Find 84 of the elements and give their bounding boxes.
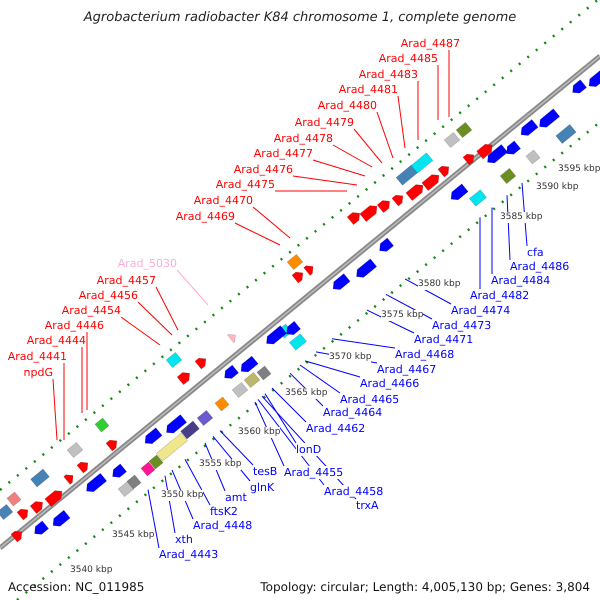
leader-line <box>220 430 254 466</box>
gene-label: Arad_4481 <box>338 83 398 96</box>
leader-line <box>300 364 340 394</box>
leader-line <box>332 338 396 348</box>
leader-line <box>120 316 160 346</box>
gene-label: Arad_4446 <box>44 319 104 332</box>
gene-label: Arad_5030 <box>118 257 177 270</box>
scale-tick-label: 3545 kbp <box>112 530 154 542</box>
scale-tick-label: 3540 kbp <box>70 564 112 576</box>
gene-label: Arad_4458 <box>324 485 384 498</box>
leader-line <box>148 489 160 548</box>
gene-label: lonD <box>296 443 322 456</box>
gene-label: trxA <box>356 499 379 512</box>
gene-label: Arad_4468 <box>395 348 454 361</box>
scale-tick-label: 3550 kbp <box>161 490 204 501</box>
scale-tick-label: 3575 kbp <box>381 310 424 321</box>
leader-line <box>176 270 208 306</box>
gene-label: Arad_4479 <box>294 116 354 129</box>
gene-label: tesB <box>253 465 278 478</box>
gene-label: amt <box>225 491 247 504</box>
gene-label: Arad_4443 <box>159 548 218 561</box>
gene-label: Arad_4466 <box>360 377 420 390</box>
genome-info-text: Topology: circular; Length: 4,005,130 bp; Genes: 3,804 <box>260 580 590 594</box>
gene-label: Arad_4484 <box>491 274 550 287</box>
leader-line <box>156 286 178 330</box>
gene-label: Arad_4441 <box>8 350 67 363</box>
scale-tick-label: 3560 kbp <box>238 426 280 438</box>
scale-tick-label: 3570 kbp <box>329 352 372 364</box>
gene-label: Arad_4444 <box>26 334 86 347</box>
leader-line <box>404 278 452 304</box>
scale-tick-label: 3565 kbp <box>285 388 328 400</box>
gene-label: Arad_4485 <box>378 52 438 65</box>
gene-label: Arad_4462 <box>306 422 366 435</box>
accession-text: Accession: NC_011985 <box>8 580 144 594</box>
gene-label: Arad_4448 <box>193 519 252 532</box>
diagram-title: Agrobacterium radiobacter K84 chromosome 1, complete genome <box>82 10 518 25</box>
leader-line <box>234 222 280 246</box>
gene-label: cfa <box>527 246 544 259</box>
gene-label: Arad_4474 <box>451 304 510 317</box>
gene-label: Arad_4470 <box>194 194 253 207</box>
gene-label: xth <box>175 533 193 546</box>
gene-label: Arad_4454 <box>62 304 121 317</box>
gene-label: Arad_4464 <box>323 406 382 419</box>
gene-label: Arad_4478 <box>274 132 333 145</box>
gene-label: npdG <box>24 366 53 379</box>
gene-label: Arad_4455 <box>284 466 344 479</box>
leader-line <box>332 144 372 168</box>
leader-line <box>252 206 290 238</box>
leader-line <box>304 360 360 378</box>
gene-label: Arad_4486 <box>510 260 570 273</box>
scale-tick-label: 3585 kbp <box>500 212 542 223</box>
gene-label: Arad_4456 <box>78 289 138 302</box>
leader-line <box>292 176 358 186</box>
scale-tick-label: 3580 kbp <box>418 279 460 290</box>
gene-label: Arad_4469 <box>176 210 235 223</box>
gene-label: Arad_4477 <box>254 147 313 160</box>
gene-label: Arad_4467 <box>377 363 436 376</box>
scale-tick-label: 3590 kbp <box>536 182 578 194</box>
gene-label: Arad_4473 <box>432 319 492 332</box>
leader-line <box>138 302 172 336</box>
leader-line <box>376 112 394 158</box>
gene-label: Arad_4482 <box>470 289 530 302</box>
leader-line <box>86 332 88 410</box>
leader-line <box>312 160 366 176</box>
gene-label: Arad_4475 <box>216 178 275 191</box>
leader-line <box>184 458 210 506</box>
gene-label: ftsK2 <box>210 505 238 518</box>
scale-tick-label: 3595 kbp <box>558 164 600 176</box>
gene-label: Arad_4457 <box>96 274 156 287</box>
leader-line <box>354 128 382 164</box>
leader-line <box>274 190 348 192</box>
gene-label: Arad_4465 <box>340 393 400 406</box>
leader-line <box>272 387 306 422</box>
leader-line <box>398 96 406 148</box>
gene-label: Arad_4471 <box>414 333 474 346</box>
gene-label: glnK <box>250 481 274 494</box>
leader-line <box>448 50 450 118</box>
leader-line <box>264 393 296 444</box>
gene-label: Arad_4483 <box>358 68 418 81</box>
leader-line <box>52 378 58 440</box>
gene-label: Arad_4487 <box>400 37 460 50</box>
gene-label: Arad_4476 <box>234 163 293 176</box>
gene-label: Arad_4480 <box>318 99 377 112</box>
scale-tick-label: 3555 kbp <box>199 458 242 470</box>
